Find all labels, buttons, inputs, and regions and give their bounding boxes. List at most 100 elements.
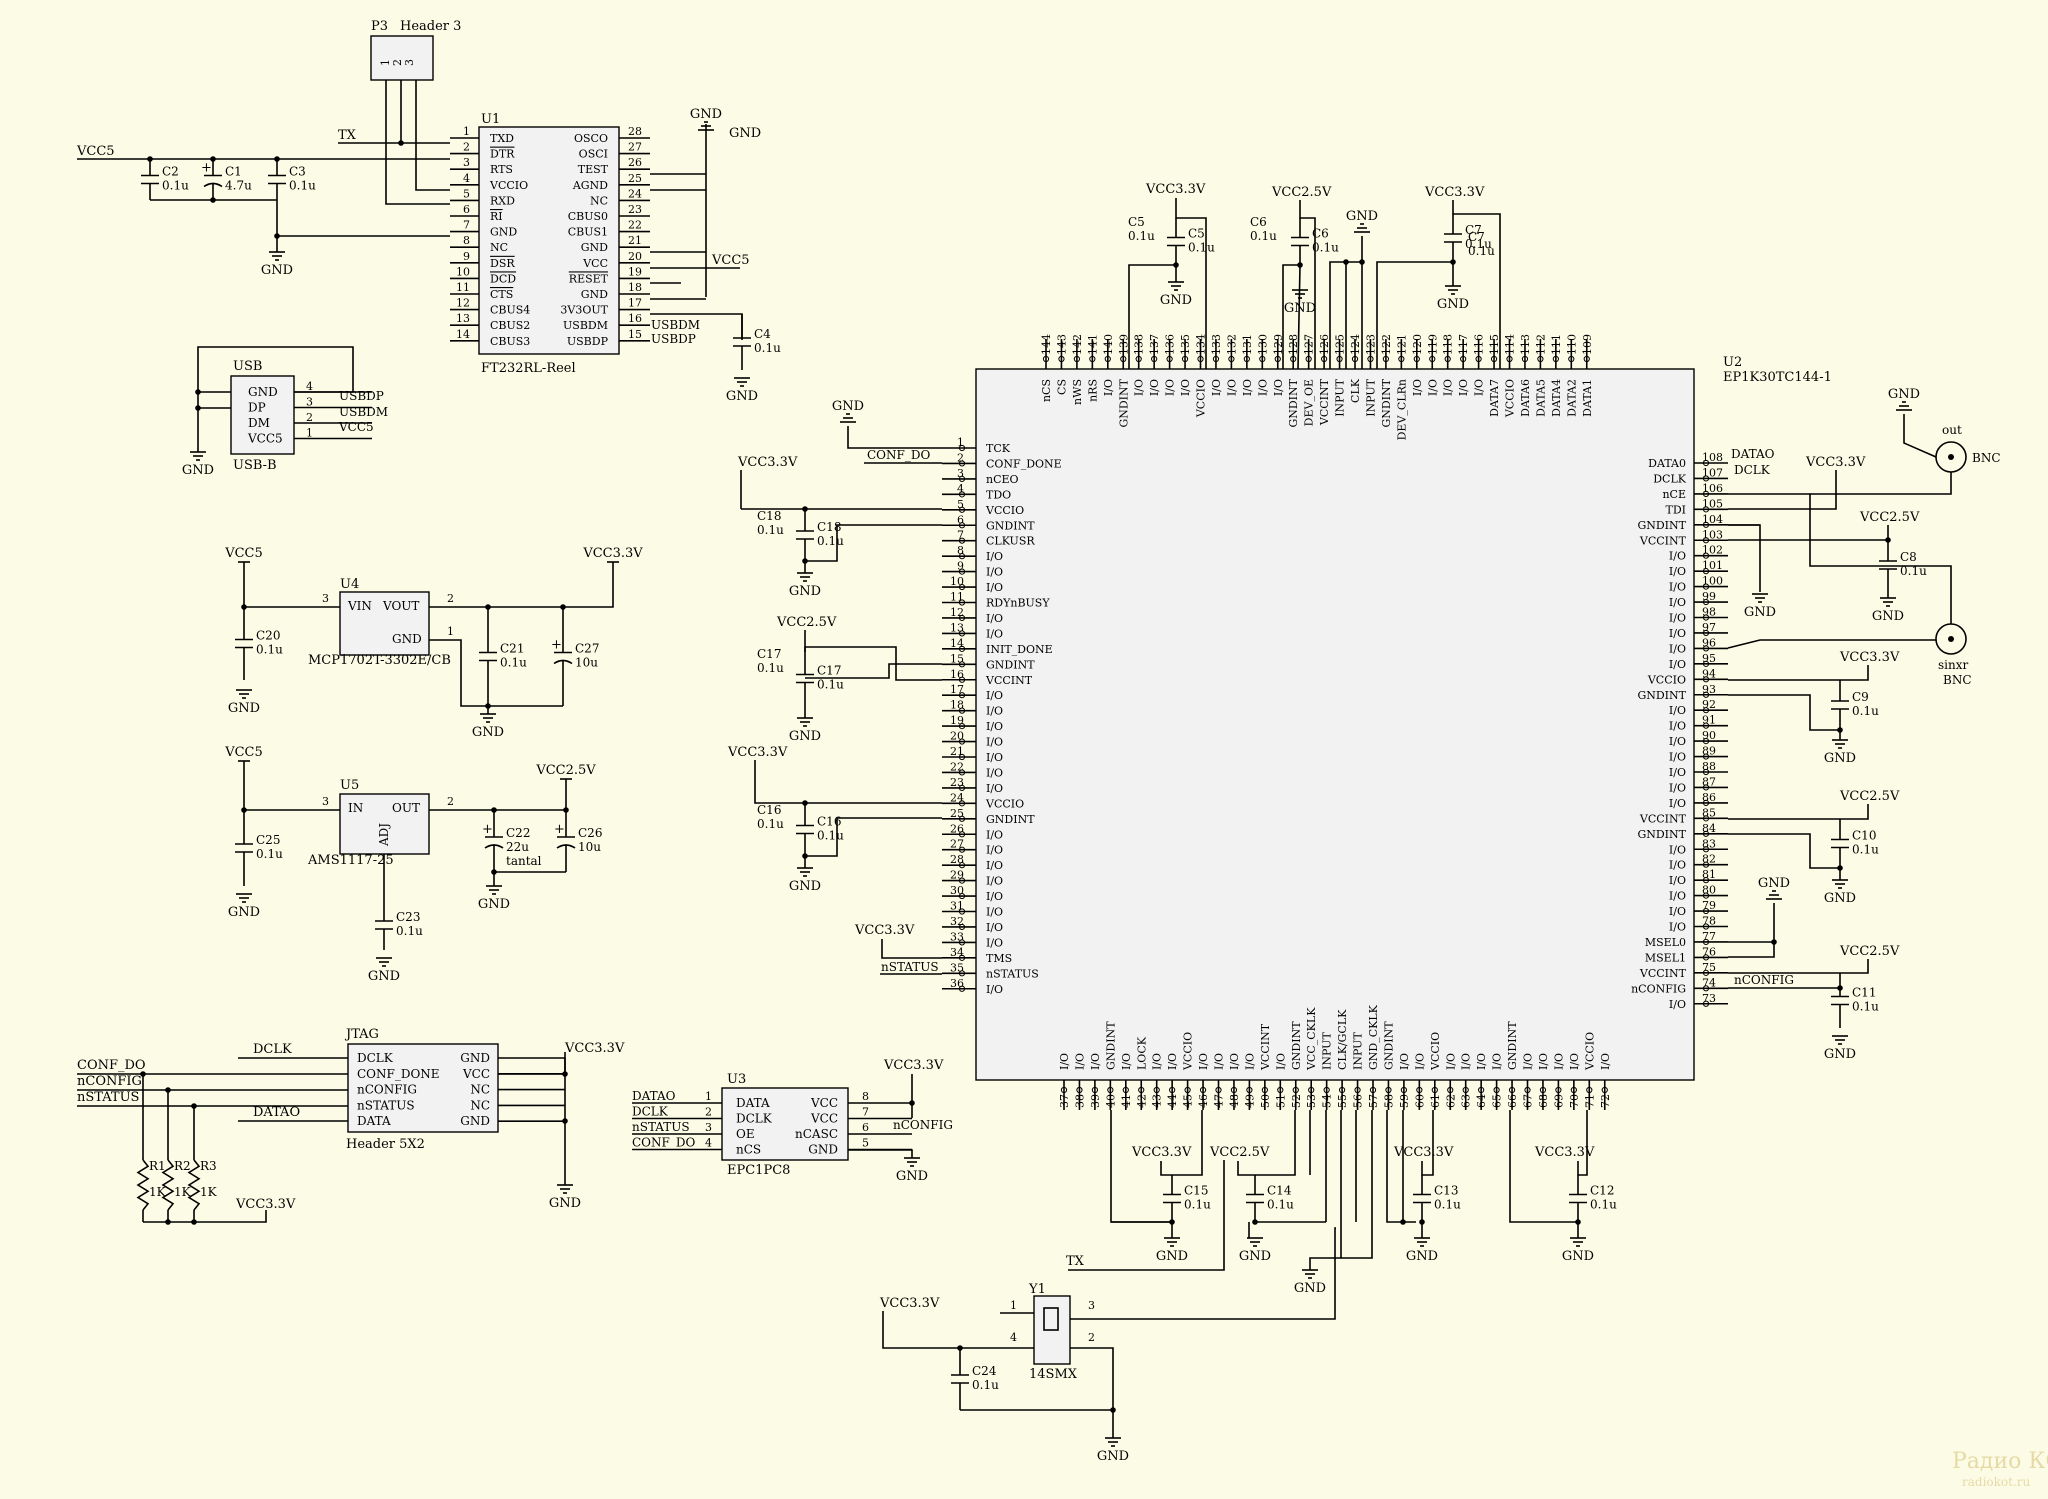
pin-number: 139	[1117, 334, 1130, 355]
pin-name: GND	[248, 385, 278, 399]
vcc33-label: VCC3.3V	[1839, 650, 1900, 665]
pin-marker	[1290, 355, 1297, 363]
pin-name: I/O	[1243, 1053, 1256, 1070]
net-datao: DATAO	[1731, 447, 1775, 461]
pin-name: TEST	[578, 163, 609, 176]
pin-name: INPUT	[1352, 1032, 1365, 1070]
pin-marker	[1702, 459, 1710, 467]
capacitor-value: 22u	[506, 840, 529, 854]
ground-symbol	[1832, 1035, 1848, 1045]
pin-number: 73	[1702, 992, 1716, 1005]
capacitor-ref: C12	[1590, 1184, 1614, 1198]
pin-number: 3	[957, 467, 964, 480]
pin-name: GND	[392, 632, 422, 646]
pin-name: I/O	[1473, 379, 1486, 396]
pin-number: 92	[1702, 698, 1716, 711]
pin-name: I/O	[1457, 379, 1470, 396]
pin-name: I/O	[1522, 1053, 1535, 1070]
u3-eprom-body	[721, 1087, 849, 1161]
resistor-ref: R3	[200, 1159, 217, 1173]
pin-number: 120	[1411, 334, 1424, 355]
pin-number: 56	[1352, 1094, 1365, 1108]
pin-name: VOUT	[382, 599, 419, 613]
u4-part: MCP1702T-3302E/CB	[308, 653, 451, 668]
wire	[754, 760, 942, 804]
capacitor-value: 0.1u	[289, 179, 316, 193]
net-label: DCLK	[632, 1105, 669, 1119]
pin-marker	[1398, 355, 1405, 363]
pin-number: 76	[1702, 945, 1716, 958]
parts-layer	[136, 35, 1967, 1447]
pin-marker	[958, 583, 966, 591]
pin-name: I/O	[986, 859, 1003, 872]
ground-symbol	[1292, 289, 1308, 299]
pin-number: 6	[957, 513, 964, 526]
vcc33-label: VCC3.3V	[1534, 1145, 1595, 1160]
pin-name: I/O	[1442, 379, 1455, 396]
pin-number: 8	[957, 544, 964, 557]
pin-number: 72	[1599, 1094, 1612, 1108]
pin-marker	[1702, 552, 1710, 559]
pin-number: 117	[1457, 334, 1470, 355]
ground-symbol	[797, 572, 813, 582]
pin-name: I/O	[1669, 890, 1686, 903]
pin-name: INPUT	[1364, 378, 1377, 416]
pin-name: I/O	[986, 906, 1003, 919]
vcc33-label: VCC3.3V	[737, 455, 798, 470]
wire	[805, 817, 942, 857]
pin-marker	[958, 614, 966, 622]
pin-number: 11	[950, 591, 964, 604]
pin-name: VCCIO	[1504, 379, 1517, 418]
capacitor-value: 0.1u	[757, 817, 784, 831]
gnd-label: GND	[1872, 609, 1904, 624]
pin-name: DCLK	[1653, 472, 1687, 485]
pin-number: 21	[628, 234, 642, 247]
pin-name: nCONFIG	[1631, 982, 1686, 995]
vcc33-label: VCC3.3V	[1424, 185, 1485, 200]
pin-number: 140	[1102, 334, 1115, 355]
pin-name: 3V3OUT	[560, 304, 608, 317]
pin-name: I/O	[1669, 612, 1686, 625]
pin-marker	[1702, 645, 1710, 652]
ground-symbol	[1105, 1437, 1121, 1447]
pin-marker	[1702, 598, 1710, 606]
pin-marker	[1702, 521, 1710, 528]
pin-number: 54	[1321, 1094, 1334, 1108]
pin-marker	[1702, 846, 1710, 853]
pin-number: 19	[628, 265, 642, 278]
pin-number: 102	[1702, 544, 1723, 557]
pin-number: 28	[628, 125, 642, 138]
pin-number: 18	[628, 281, 642, 294]
pin-name: GNDINT	[1382, 1021, 1395, 1070]
pin-marker	[1702, 691, 1710, 698]
pin-number: 118	[1442, 334, 1455, 355]
pin-number: 36	[950, 977, 964, 990]
pin-name: I/O	[986, 736, 1003, 749]
pin-marker	[1702, 614, 1710, 621]
wire	[1299, 200, 1316, 369]
pin-name: GNDINT	[1104, 1021, 1117, 1070]
pin-number: 112	[1534, 334, 1547, 355]
junction-dot	[195, 389, 201, 395]
pin-name: OSCI	[579, 148, 608, 161]
capacitor-ref: C15	[1184, 1184, 1208, 1198]
pin-name: VCC_CKLK	[1305, 1007, 1318, 1071]
pin-marker	[1339, 1086, 1346, 1094]
pin-name: INPUT	[1334, 378, 1347, 416]
pin-marker	[1197, 355, 1204, 363]
resistor-body	[161, 1159, 175, 1211]
junction-dot	[398, 140, 404, 146]
capacitor-value: 0.1u	[1434, 1198, 1461, 1212]
jtag-header-body	[347, 1043, 499, 1133]
pin-marker	[1462, 1086, 1469, 1094]
pin-number: 2	[1088, 1331, 1095, 1344]
capacitor-ref: C1	[225, 165, 242, 179]
p3-name: Header 3	[400, 19, 461, 34]
usb-label: USB	[233, 359, 262, 374]
pin-marker	[1506, 355, 1513, 363]
pin-name: I/O	[1120, 1053, 1133, 1070]
pin-name: I/O	[1241, 379, 1254, 396]
pin-marker	[1382, 355, 1390, 363]
pin-number: 11	[456, 281, 470, 294]
pin-number: 70	[1568, 1094, 1581, 1108]
